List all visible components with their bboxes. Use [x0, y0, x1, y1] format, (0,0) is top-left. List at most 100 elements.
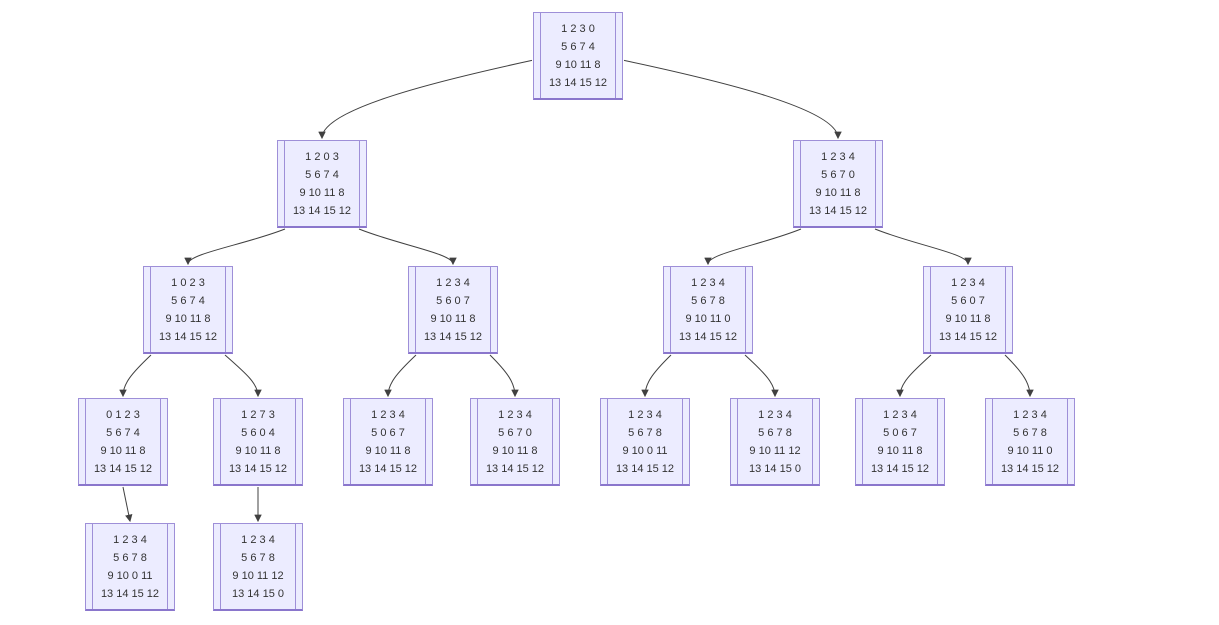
- puzzle-row: 1 0 2 3: [171, 276, 205, 289]
- puzzle-row: 1 2 3 4: [371, 408, 405, 421]
- edge-n1-n3: [184, 228, 286, 266]
- edge-root-n2: [623, 59, 842, 140]
- puzzle-row: 13 14 15 0: [232, 587, 284, 600]
- puzzle-row: 9 10 11 8: [100, 444, 146, 457]
- edge-n3-n8: [224, 354, 262, 398]
- puzzle-row: 13 14 15 12: [678, 330, 738, 343]
- puzzle-row: 1 2 3 4: [951, 276, 985, 289]
- puzzle-row: 9 10 11 8: [815, 186, 861, 199]
- edge-n6-n13: [896, 354, 932, 398]
- puzzle-row: 13 14 15 12: [615, 462, 675, 475]
- puzzle-row: 9 10 11 8: [430, 312, 476, 325]
- puzzle-grid: 1 2 3 4 5 6 0 7 9 10 11 8 13 14 15 12: [415, 267, 491, 352]
- edge-n7-n15: [122, 486, 133, 523]
- tree-node-n4: 1 2 3 4 5 6 0 7 9 10 11 8 13 14 15 12: [408, 266, 498, 354]
- puzzle-grid: 1 2 3 4 5 6 7 0 9 10 11 8 13 14 15 12: [800, 141, 876, 226]
- puzzle-row: 13 14 15 12: [228, 462, 288, 475]
- edge-n6-n14: [1004, 354, 1034, 398]
- tree-node-n2: 1 2 3 4 5 6 7 0 9 10 11 8 13 14 15 12: [793, 140, 883, 228]
- puzzle-row: 5 6 7 4: [106, 426, 140, 439]
- tree-node-n6: 1 2 3 4 5 6 0 7 9 10 11 8 13 14 15 12: [923, 266, 1013, 354]
- puzzle-row: 5 6 7 4: [561, 40, 595, 53]
- puzzle-row: 1 2 3 4: [498, 408, 532, 421]
- puzzle-row: 9 10 11 8: [235, 444, 281, 457]
- puzzle-row: 5 6 0 7: [436, 294, 470, 307]
- puzzle-grid: 1 2 3 4 5 0 6 7 9 10 11 8 13 14 15 12: [862, 399, 938, 484]
- puzzle-row: 9 10 11 0: [1007, 444, 1053, 457]
- puzzle-row: 1 2 3 4: [821, 150, 855, 163]
- puzzle-row: 13 14 15 12: [423, 330, 483, 343]
- puzzle-row: 5 6 7 4: [171, 294, 205, 307]
- puzzle-row: 5 0 6 7: [883, 426, 917, 439]
- tree-node-n3: 1 0 2 3 5 6 7 4 9 10 11 8 13 14 15 12: [143, 266, 233, 354]
- puzzle-row: 9 10 11 8: [365, 444, 411, 457]
- edge-n2-n6: [874, 228, 972, 266]
- puzzle-row: 1 2 3 0: [561, 22, 595, 35]
- puzzle-row: 13 14 15 12: [93, 462, 153, 475]
- tree-node-n1: 1 2 0 3 5 6 7 4 9 10 11 8 13 14 15 12: [277, 140, 367, 228]
- edge-n1-n4: [358, 228, 457, 266]
- puzzle-row: 1 2 3 4: [691, 276, 725, 289]
- puzzle-row: 9 10 11 8: [945, 312, 991, 325]
- puzzle-row: 9 10 11 0: [685, 312, 731, 325]
- edge-n2-n5: [704, 228, 802, 266]
- puzzle-grid: 1 2 3 4 5 6 0 7 9 10 11 8 13 14 15 12: [930, 267, 1006, 352]
- puzzle-row: 5 6 7 8: [758, 426, 792, 439]
- puzzle-row: 9 10 11 12: [232, 569, 284, 582]
- puzzle-row: 13 14 15 12: [548, 76, 608, 89]
- puzzle-row: 5 6 7 8: [241, 551, 275, 564]
- puzzle-row: 13 14 15 12: [870, 462, 930, 475]
- puzzle-row: 1 2 3 4: [1013, 408, 1047, 421]
- edge-root-n1: [318, 59, 533, 140]
- puzzle-row: 9 10 11 8: [299, 186, 345, 199]
- puzzle-grid: 1 2 0 3 5 6 7 4 9 10 11 8 13 14 15 12: [284, 141, 360, 226]
- puzzle-row: 13 14 15 12: [1000, 462, 1060, 475]
- puzzle-row: 9 10 11 8: [877, 444, 923, 457]
- puzzle-row: 13 14 15 12: [100, 587, 160, 600]
- puzzle-row: 1 2 3 4: [628, 408, 662, 421]
- puzzle-row: 1 2 3 4: [883, 408, 917, 421]
- tree-node-n13: 1 2 3 4 5 0 6 7 9 10 11 8 13 14 15 12: [855, 398, 945, 486]
- puzzle-row: 5 6 0 7: [951, 294, 985, 307]
- puzzle-row: 5 6 7 0: [821, 168, 855, 181]
- puzzle-row: 1 2 0 3: [305, 150, 339, 163]
- puzzle-row: 13 14 15 0: [749, 462, 801, 475]
- puzzle-row: 13 14 15 12: [158, 330, 218, 343]
- puzzle-row: 13 14 15 12: [808, 204, 868, 217]
- edge-n5-n12: [744, 354, 779, 398]
- puzzle-grid: 0 1 2 3 5 6 7 4 9 10 11 8 13 14 15 12: [85, 399, 161, 484]
- puzzle-row: 1 2 3 4: [113, 533, 147, 546]
- puzzle-row: 1 2 3 4: [436, 276, 470, 289]
- tree-node-n7: 0 1 2 3 5 6 7 4 9 10 11 8 13 14 15 12: [78, 398, 168, 486]
- puzzle-row: 5 6 7 8: [628, 426, 662, 439]
- puzzle-row: 0 1 2 3: [106, 408, 140, 421]
- edge-n3-n7: [119, 354, 152, 398]
- edge-n4-n10: [489, 354, 519, 398]
- puzzle-row: 13 14 15 12: [292, 204, 352, 217]
- puzzle-row: 5 6 7 4: [305, 168, 339, 181]
- edge-n4-n9: [384, 354, 417, 398]
- puzzle-row: 13 14 15 12: [938, 330, 998, 343]
- puzzle-row: 13 14 15 12: [358, 462, 418, 475]
- puzzle-row: 9 10 11 8: [165, 312, 211, 325]
